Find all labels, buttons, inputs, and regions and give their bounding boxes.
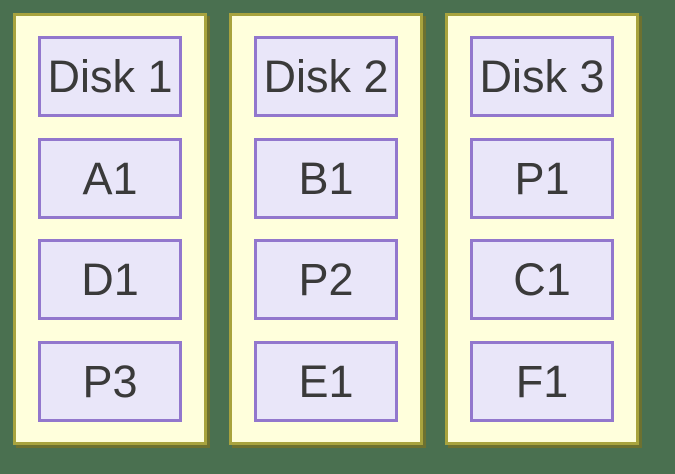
disk-3-data-block-c1: C1 (470, 239, 614, 321)
disk-2-title-block: Disk 2 (254, 36, 398, 117)
disk-3-parity-block-p1: P1 (470, 137, 614, 219)
disk-3-data-block-f1: F1 (470, 340, 614, 422)
disk-1-data-block-a1: A1 (38, 137, 182, 219)
disk-2-column: Disk 2 B1 P2 E1 (229, 13, 423, 445)
disk-2-parity-block-p2: P2 (254, 239, 398, 321)
disk-1-parity-block-p3: P3 (38, 340, 182, 422)
disk-3-column: Disk 3 P1 C1 F1 (445, 13, 639, 445)
disk-2-data-block-e1: E1 (254, 340, 398, 422)
disk-1-title-block: Disk 1 (38, 36, 182, 117)
disk-3-title-block: Disk 3 (470, 36, 614, 117)
disk-1-column: Disk 1 A1 D1 P3 (13, 13, 207, 445)
disk-1-data-block-d1: D1 (38, 239, 182, 321)
disk-2-data-block-b1: B1 (254, 137, 398, 219)
